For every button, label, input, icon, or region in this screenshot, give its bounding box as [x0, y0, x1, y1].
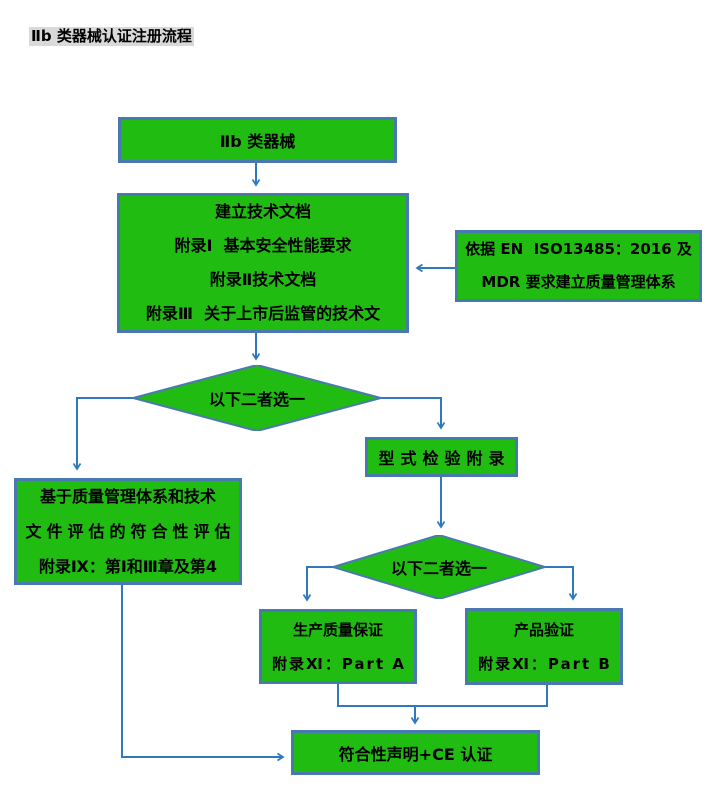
edge-decision2-to-productverification	[545, 566, 578, 601]
node-line: MDR 要求建立质量管理体系	[481, 273, 676, 291]
edge-decision2-to-productionqa	[302, 566, 333, 602]
edge-decision1-to-qmsroute	[72, 397, 133, 471]
node-tech-doc: 建立技术文档 附录Ⅰ 基本安全性能要求 附录Ⅱ技术文档 附录Ⅲ 关于上市后监管的…	[117, 193, 409, 333]
node-line: 基于质量管理体系和技术	[39, 487, 216, 506]
node-line: 依据 EN ISO13485：2016 及	[465, 240, 692, 258]
node-line: 附录Ⅲ 关于上市后监管的技术文	[145, 304, 381, 323]
node-line: 附录Ⅺ：Part A	[272, 654, 406, 673]
diamond-shape	[133, 365, 381, 431]
node-production-qa: 生产质量保证 附录Ⅺ：Part A	[259, 609, 417, 684]
edge-merge-lines	[337, 684, 548, 707]
decision-choose-one-2: 以下二者选一	[333, 535, 545, 599]
node-line: Ⅱb 类器械	[219, 132, 296, 151]
node-line: 产品验证	[513, 620, 574, 639]
page-title: Ⅱb 类器械认证注册流程	[29, 27, 194, 46]
node-line: 附录Ⅱ技术文档	[209, 270, 317, 289]
node-line: 建立技术文档	[214, 202, 311, 221]
node-line: 生产质量保证	[292, 620, 383, 639]
node-line: 附录Ⅺ：Part B	[478, 654, 612, 673]
decision-label: 以下二者选一	[390, 559, 487, 578]
node-type-test: 型式检验附录	[365, 437, 518, 477]
node-ce-declaration: 符合性声明+CE 认证	[291, 730, 540, 775]
decision-label: 以下二者选一	[208, 390, 305, 409]
diamond-shape	[333, 535, 545, 599]
node-qms-route: 基于质量管理体系和技术 文件评估的符合性评估 附录Ⅸ：第Ⅰ和Ⅲ章及第4	[14, 478, 242, 585]
node-line: 附录Ⅸ：第Ⅰ和Ⅲ章及第4	[38, 557, 218, 576]
node-line: 附录Ⅰ 基本安全性能要求	[174, 236, 352, 255]
node-line: 文件评估的符合性评估	[25, 522, 236, 541]
node-line: 型式检验附录	[378, 449, 511, 468]
node-product-verification: 产品验证 附录Ⅺ：Part B	[465, 608, 623, 685]
node-qms-requirement: 依据 EN ISO13485：2016 及 MDR 要求建立质量管理体系	[455, 230, 702, 302]
node-line: 符合性声明+CE 认证	[338, 744, 493, 764]
decision-choose-one-1: 以下二者选一	[133, 365, 381, 431]
edge-qmsroute-to-ce	[121, 585, 285, 762]
edge-decision1-to-typetest	[381, 397, 446, 430]
node-device-class: Ⅱb 类器械	[118, 117, 397, 163]
